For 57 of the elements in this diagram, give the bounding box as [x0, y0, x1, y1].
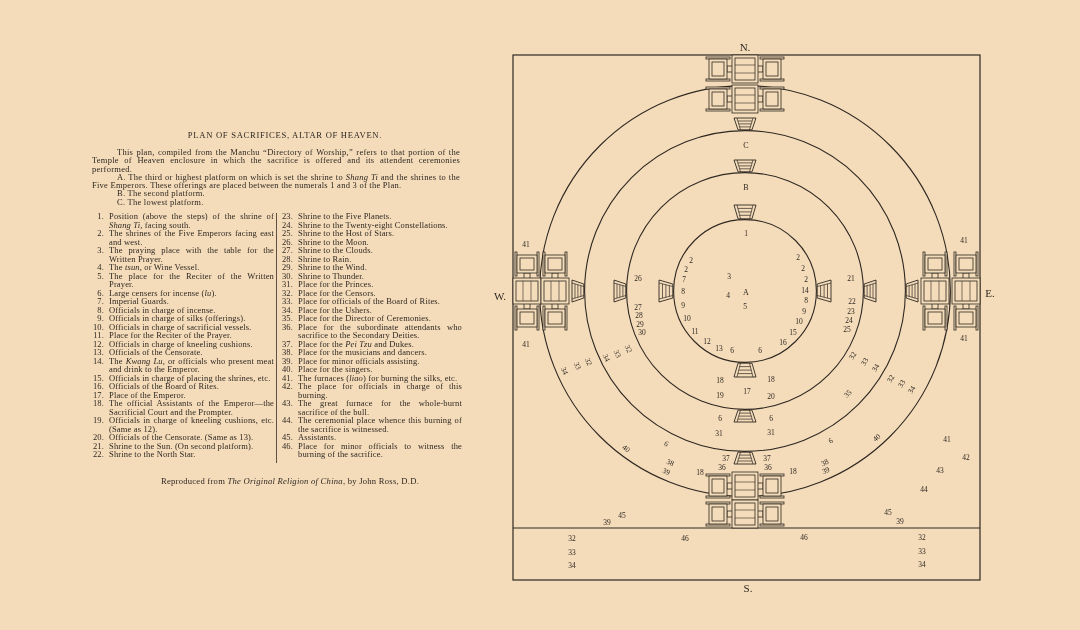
plan-title: PLAN OF SACRIFICES, ALTAR OF HEAVEN. — [187, 130, 383, 140]
key-entry: 39. Place for minor officials assisting. — [280, 356, 421, 365]
key-entry: 10. Officials in charge of sacrificial vessels. — [91, 322, 253, 331]
key-entry: 13. Officials of the Censorate. — [91, 348, 203, 357]
key-entry: 9. Officials in charge of silks (offerings). — [96, 314, 246, 323]
key-entry: 45. Assistants. — [280, 433, 338, 442]
key-entry: 20. Officials of the Censorate. (Same as 13). — [91, 433, 255, 442]
key-entry: 32. Place for the Censors. — [280, 288, 377, 297]
key-entry: 28. Shrine to Rain. — [280, 254, 353, 263]
key-entry: 41. The furnaces (liao) for burning the silks, etc. — [280, 373, 458, 382]
key-entry: 6. Large censers for incense (lu). — [96, 288, 218, 297]
key-entry: 2. The shrines of the Five Emperors facing east and west. — [96, 229, 274, 246]
key-entry: 23. Shrine to the Five Planets. — [280, 212, 393, 221]
key-entry: 26. Shrine to the Moon. — [280, 237, 370, 246]
key-entry: 38. Place for the musicians and dancers. — [280, 348, 429, 357]
key-entry: 33. Place for officials of the Board of Rites. — [280, 297, 442, 306]
key-entry: 12. Officials in charge of kneeling cushions. — [91, 339, 254, 348]
key-entry: 30. Shrine to Thunder. — [280, 271, 366, 280]
key-entry: 44. The ceremonial place whence this burning of the sacrifice is witnessed. — [280, 416, 462, 433]
key-entry: 29. Shrine to the Wind. — [280, 263, 368, 272]
platform-letter: A — [743, 287, 749, 297]
key-entry: 15. Officials in charge of placing the shrines, etc. — [91, 373, 272, 382]
key-entry: 21. Shrine to the Sun. (On second platform). — [91, 441, 255, 450]
key-entry: 14. The Kwang Lu, or officials who present meat and drink to the Emperor. — [91, 356, 274, 374]
compass-label: N. — [739, 41, 751, 53]
key-entry: 4. The tsun, or Wine Vessel. — [96, 263, 201, 272]
key-entry: 35. Place for the Director of Ceremonies. — [280, 314, 432, 323]
key-entry: 31. Place for the Princes. — [280, 280, 375, 289]
key-entry: 3. The praying place with the table for the Written Prayer. — [96, 246, 274, 263]
key-entry: 34. Place for the Ushers. — [280, 305, 373, 314]
key-entry: 40. Place for the singers. — [280, 365, 374, 374]
intro-paragraph: This plan, compiled from the Manchu “Directory of Worship,” refers to that portion of the Temple of Heaven enclosure in which the sacrifice is offered and its attendent ceremonies performed. — [92, 148, 460, 173]
key-entry: 37. Place for the Pei Tzu and Dukes. — [280, 339, 415, 348]
key-entry: 24. Shrine to the Twenty-eight Constellations. — [280, 220, 449, 229]
key-entry: 7. Imperial Guards. — [96, 297, 170, 306]
key-entry: 27. Shrine to the Clouds. — [280, 246, 374, 255]
key-entry: 16. Officials of the Board of Rites. — [91, 382, 220, 391]
key-entry: 17. Place of the Emperor. — [91, 390, 186, 399]
platform-note: B. The second platform. — [117, 189, 205, 198]
compass-label: S. — [743, 582, 753, 594]
platform-letter: B — [743, 182, 749, 192]
platform-letter: C — [743, 140, 749, 150]
key-entry: 36. Place for the subordinate attendants who sacrifice to the Secondary Deities. — [280, 322, 462, 340]
source-caption: Reproduced from The Original Religion of China, by John Ross, D.D. — [160, 476, 420, 486]
key-entry: 1. Position (above the steps) of the shrine of Shang Ti, facing south. — [96, 212, 274, 229]
key-entry: 25. Shrine to the Host of Stars. — [280, 229, 396, 238]
key-entry: 18. The official Assistants of the Emperor—the Sacrificial Court and the Prompter. — [91, 399, 274, 416]
key-entry: 19. Officials in charge of kneeling cushions, etc. (Same as 12). — [91, 416, 274, 433]
key-entry: 43. The great furnace for the whole-burnt sacrifice of the bull. — [280, 399, 462, 416]
key-entry: 46. Place for minor officials to witness the burning of the sacrifice. — [280, 441, 462, 459]
key-entry: 42. The place for officials in charge of this burning. — [280, 382, 462, 399]
key-entry: 22. Shrine to the North Star. — [91, 450, 197, 459]
key-entry: 8. Officials in charge of incense. — [96, 305, 216, 314]
key-entry: 11. Place for the Reciter of the Prayer. — [92, 331, 232, 340]
key-entry: 5. The place for the Reciter of the Written Prayer. — [96, 271, 274, 289]
compass-label: W. — [493, 290, 507, 302]
compass-label: E. — [985, 287, 995, 299]
